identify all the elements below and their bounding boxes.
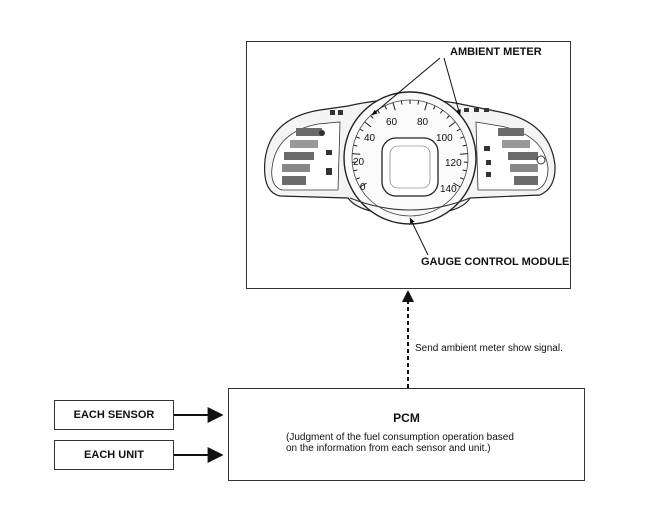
speedometer-tick <box>392 102 396 111</box>
each-unit-box: EACH UNIT <box>54 440 174 470</box>
speedometer-tick <box>446 115 450 119</box>
speedometer-tick <box>462 169 467 172</box>
speed-label-100: 100 <box>436 133 453 144</box>
speedometer-tick <box>460 177 465 180</box>
speedometer-tick <box>460 136 465 139</box>
signal-label: Send ambient meter show signal. <box>415 343 563 354</box>
speedometer-tick <box>448 121 456 128</box>
pcm-description-line2: on the information from each sensor and … <box>286 443 491 454</box>
speedometer-tick <box>359 182 367 188</box>
speedometer-tick <box>364 121 372 128</box>
speedometer-tick <box>459 153 468 155</box>
ambient-leader-left <box>371 57 441 116</box>
speed-label-60: 60 <box>386 117 398 128</box>
left-indicator-glyphs <box>319 110 343 175</box>
pcm-description-line1: (Judgment of the fuel consumption operat… <box>286 432 514 443</box>
speedometer-tick <box>400 100 403 105</box>
speedometer-tick <box>417 100 420 105</box>
each-unit-label: EACH UNIT <box>84 449 144 461</box>
speedometer-tick <box>353 144 358 147</box>
ambient-meter-label: AMBIENT METER <box>450 46 542 58</box>
speed-label-80: 80 <box>417 117 429 128</box>
speed-label-0: 0 <box>360 182 366 193</box>
gcm-leader <box>409 217 429 256</box>
speed-label-140: 140 <box>440 184 457 195</box>
speedometer-tick <box>384 105 388 110</box>
left-ambient-bars <box>282 128 322 185</box>
pcm-box: PCM (Judgment of the fuel consumption op… <box>228 388 585 481</box>
right-indicator-glyphs <box>464 108 546 177</box>
speedometer-tick <box>424 102 428 111</box>
speedometer-tick <box>359 128 364 132</box>
speedometer-tick <box>355 177 360 180</box>
speedometer-tick <box>462 144 467 147</box>
ambient-leader-right <box>443 57 461 116</box>
speedometer-tick <box>440 109 444 114</box>
speedometer-tick <box>432 105 436 110</box>
right-ambient-bars <box>498 128 538 185</box>
speedometer-tick <box>353 169 358 172</box>
speedometer-tick <box>453 182 461 188</box>
pcm-title: PCM <box>393 411 420 425</box>
speedometer-tick <box>355 136 360 139</box>
speed-label-120: 120 <box>445 158 462 169</box>
speedometer-tick <box>456 128 461 132</box>
each-sensor-label: EACH SENSOR <box>73 409 155 421</box>
speedometer-ticks <box>352 100 468 188</box>
speed-label-40: 40 <box>364 133 376 144</box>
gauge-control-module-label: GAUGE CONTROL MODULE <box>421 256 570 268</box>
speedometer-tick <box>352 153 361 155</box>
cluster-base <box>349 197 471 211</box>
signal-arrow-head <box>402 290 414 302</box>
speed-label-20: 20 <box>353 157 365 168</box>
speedometer-tick <box>370 115 374 119</box>
each-sensor-box: EACH SENSOR <box>54 400 174 430</box>
